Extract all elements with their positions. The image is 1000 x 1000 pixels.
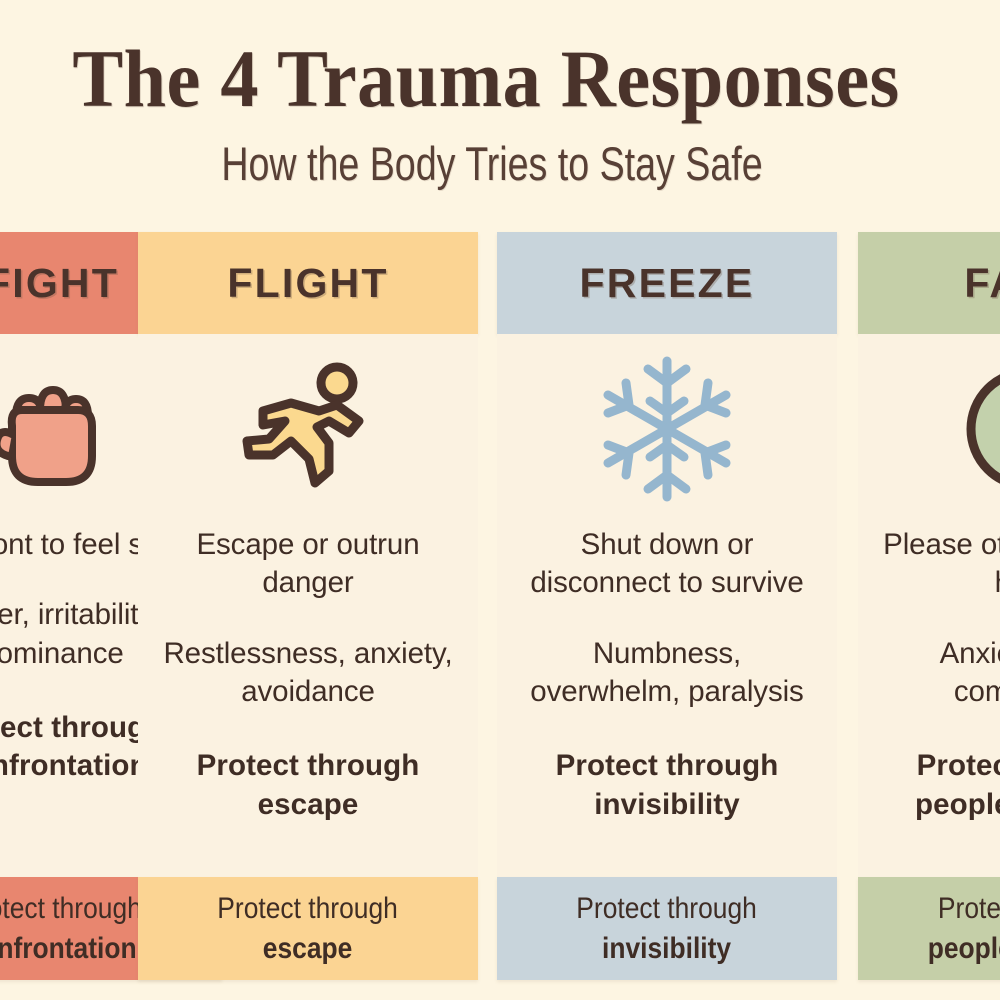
- card-body-fawn: Please others to avoid harm Anxiety, ove…: [858, 334, 1000, 877]
- card-symptoms-freeze: Numbness, overwhelm, paralysis: [530, 636, 804, 709]
- card-header-freeze: FREEZE: [497, 232, 837, 334]
- card-symptoms-fight: Anger, irritability, dominance: [0, 598, 159, 670]
- card-purpose-fawn: Protect through people-pleasing: [914, 749, 1000, 821]
- card-body-flight: Escape or outrun danger Restlessness, an…: [138, 334, 478, 877]
- running-person-icon: [158, 334, 458, 524]
- card-header-flight: FLIGHT: [138, 232, 478, 334]
- response-card-flight: FLIGHT Escape or outrun danger Restlessn…: [138, 232, 478, 980]
- card-footer-bold-fawn: people-pleasing: [927, 931, 1000, 965]
- snowflake-icon: [517, 334, 817, 524]
- card-symptoms-fawn: Anxiety, over-compliance: [939, 636, 1000, 709]
- response-columns: FIGHT Confront to feel safe A: [0, 232, 1000, 992]
- card-footer-bold-freeze: invisibility: [602, 931, 732, 965]
- card-title-freeze: FREEZE: [579, 259, 755, 306]
- card-title-flight: FLIGHT: [227, 259, 389, 306]
- page-title: The 4 Trauma Responses: [72, 33, 900, 124]
- card-purpose-fight: Protect through confrontation: [0, 711, 164, 783]
- card-footer-prefix-fawn: Protect through: [937, 891, 1000, 925]
- card-purpose-flight: Protect through escape: [196, 749, 420, 821]
- page-subtitle: How the Body Tries to Stay Safe: [221, 137, 763, 190]
- card-symptoms-flight: Restlessness, anxiety, avoidance: [163, 636, 453, 709]
- pleasing-face-icon: [878, 334, 1000, 524]
- card-header-fawn: FAWN: [858, 232, 1000, 334]
- card-footer-freeze: Protect through invisibility: [497, 877, 837, 980]
- card-footer-prefix-flight: Protect through: [217, 891, 399, 925]
- card-body-freeze: Shut down or disconnect to survive Numbn…: [497, 334, 837, 877]
- card-footer-flight: Protect through escape: [138, 877, 478, 980]
- card-footer-bold-fight: confrontation: [0, 931, 138, 965]
- card-title-fight: FIGHT: [0, 259, 119, 306]
- response-card-fawn: FAWN Please others to avoid harm Anxiety…: [858, 232, 1000, 980]
- page-header: The 4 Trauma Responses How the Body Trie…: [0, 0, 1000, 222]
- card-footer-bold-flight: escape: [263, 931, 353, 965]
- card-description-freeze: Shut down or disconnect to survive: [530, 528, 804, 600]
- card-footer-fawn: Protect through people-pleasing: [858, 877, 1000, 980]
- card-purpose-freeze: Protect through invisibility: [555, 749, 779, 821]
- card-footer-prefix-freeze: Protect through: [576, 891, 758, 925]
- fist-icon: [0, 334, 202, 524]
- card-description-fawn: Please others to avoid harm: [883, 528, 1000, 599]
- response-card-freeze: FREEZE: [497, 232, 837, 980]
- card-description-flight: Escape or outrun danger: [196, 528, 420, 600]
- card-footer-prefix-fight: Protect through: [0, 891, 143, 925]
- card-title-fawn: FAWN: [964, 259, 1000, 306]
